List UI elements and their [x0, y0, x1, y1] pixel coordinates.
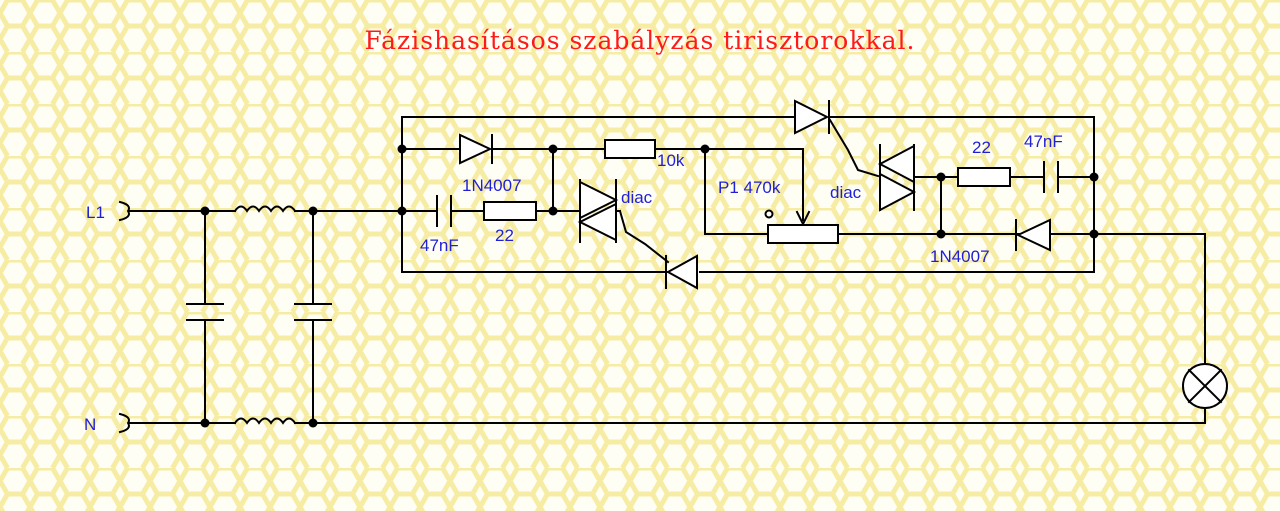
- thyristor-upper: [794, 99, 830, 135]
- label-diac-right: diac: [830, 183, 862, 202]
- filter-capacitor-right: [294, 210, 332, 424]
- label-resistor-10k: 10k: [657, 151, 685, 170]
- n-terminal: [118, 412, 130, 434]
- resistor-22-left: [483, 201, 537, 221]
- inductor-top: [233, 205, 297, 213]
- potentiometer-wiper: [704, 148, 804, 221]
- l1-terminal: [118, 200, 130, 222]
- diode-1n4007-right: [1015, 218, 1051, 252]
- label-l1: L1: [86, 203, 105, 222]
- diac-right: [877, 144, 917, 212]
- filter-capacitor-left: [186, 210, 224, 424]
- label-capacitor-left: 47nF: [420, 236, 459, 255]
- lamp-icon: [1182, 363, 1228, 409]
- label-diode-left: 1N4007: [462, 176, 522, 195]
- label-diode-right: 1N4007: [930, 247, 990, 266]
- potentiometer-marker: [764, 209, 774, 219]
- diagram-title: Fázishasításos szabályzás tirisztorokkal…: [364, 26, 916, 55]
- module-frame: [401, 116, 1095, 273]
- label-resistor-22-left: 22: [495, 226, 514, 245]
- resistor-22-right: [957, 167, 1011, 187]
- thyristor-lower: [665, 254, 698, 290]
- label-n: N: [84, 415, 96, 434]
- junction-dots: [200, 144, 1099, 428]
- potentiometer-p1: [767, 224, 839, 244]
- label-capacitor-right: 47nF: [1024, 132, 1063, 151]
- diac-left: [577, 179, 619, 243]
- label-diac-left: diac: [621, 188, 653, 207]
- capacitor-47nf-right: [1043, 161, 1059, 193]
- diode-1n4007-left: [459, 133, 493, 165]
- inductor-bottom: [233, 417, 297, 425]
- resistor-10k: [604, 139, 656, 159]
- label-resistor-22-right: 22: [972, 138, 991, 157]
- capacitor-47nf-left: [436, 195, 452, 227]
- label-potentiometer: P1 470k: [718, 178, 781, 197]
